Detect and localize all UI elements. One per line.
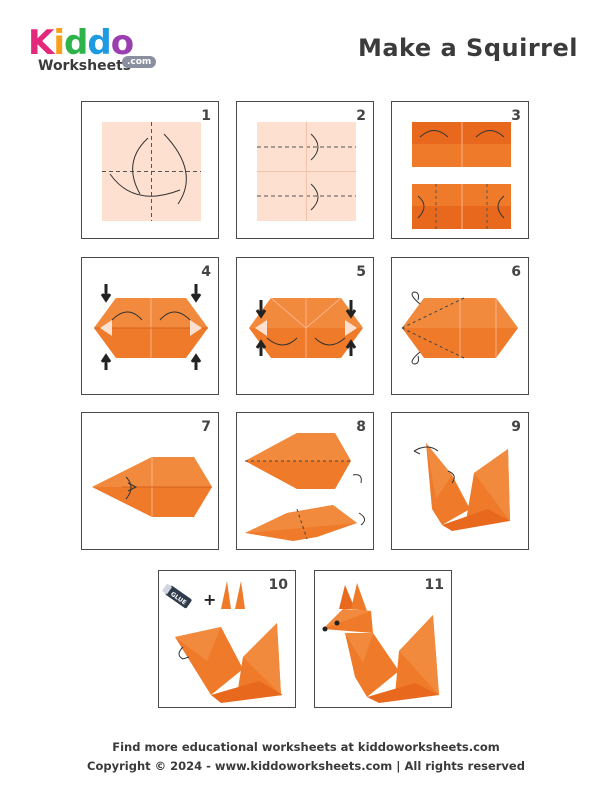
step-number: 9 bbox=[511, 419, 521, 435]
squirrel-nose bbox=[322, 626, 328, 632]
step-3-diagram bbox=[412, 122, 511, 229]
logo-letter: d bbox=[64, 23, 88, 63]
step-number: 2 bbox=[356, 108, 366, 124]
step-number: 1 bbox=[201, 108, 211, 124]
kiddo-logo[interactable]: Kiddo Worksheets .com bbox=[28, 26, 158, 76]
logo-letter: i bbox=[53, 23, 65, 63]
logo-subtitle: Worksheets bbox=[38, 58, 132, 74]
step-3-panel: 3 bbox=[391, 101, 529, 239]
step-2-panel: 2 bbox=[236, 101, 374, 239]
logo-letter: o bbox=[110, 23, 134, 63]
logo-dotcom: .com bbox=[122, 56, 157, 68]
step-6-panel: 6 bbox=[391, 257, 529, 395]
step-5-diagram bbox=[249, 297, 363, 358]
step-number: 11 bbox=[424, 577, 444, 593]
logo-letter: K bbox=[28, 23, 54, 63]
step-11-diagram bbox=[322, 583, 439, 703]
step-number: 6 bbox=[511, 264, 521, 280]
step-6-diagram bbox=[401, 291, 518, 365]
step-5-panel: 5 bbox=[236, 257, 374, 395]
footer-line-2: Copyright © 2024 - www.kiddoworksheets.c… bbox=[87, 759, 525, 773]
step-number: 5 bbox=[356, 264, 366, 280]
step-number: 10 bbox=[268, 577, 288, 593]
step-9-diagram bbox=[413, 443, 510, 531]
page-title: Make a Squirrel bbox=[357, 34, 578, 62]
step-1-diagram bbox=[102, 122, 201, 221]
step-1-panel: 1 bbox=[81, 101, 219, 239]
step-11-panel: 11 bbox=[314, 570, 452, 708]
step-10-panel: GLUE + 10 bbox=[158, 570, 296, 708]
step-9-panel: 9 bbox=[391, 412, 529, 550]
logo-wordmark: Kiddo bbox=[28, 23, 134, 63]
step-number: 7 bbox=[201, 419, 211, 435]
ear-piece bbox=[235, 581, 245, 609]
ear-piece bbox=[221, 581, 231, 609]
step-number: 4 bbox=[201, 264, 211, 280]
logo-letter: d bbox=[87, 23, 111, 63]
step-10-diagram: GLUE + bbox=[161, 581, 283, 703]
step-7-diagram bbox=[92, 457, 212, 517]
step-7-panel: 7 bbox=[81, 412, 219, 550]
step-number: 8 bbox=[356, 419, 366, 435]
step-8-panel: 8 bbox=[236, 412, 374, 550]
step-2-diagram bbox=[257, 122, 356, 221]
step-4-panel: 4 bbox=[81, 257, 219, 395]
plus-sign: + bbox=[203, 590, 216, 609]
footer-line-1: Find more educational worksheets at kidd… bbox=[112, 740, 500, 754]
step-4-diagram bbox=[94, 284, 208, 370]
squirrel-eye bbox=[334, 620, 340, 626]
glue-stick-icon: GLUE bbox=[161, 583, 192, 609]
step-8-diagram bbox=[245, 433, 365, 541]
step-number: 3 bbox=[511, 108, 521, 124]
